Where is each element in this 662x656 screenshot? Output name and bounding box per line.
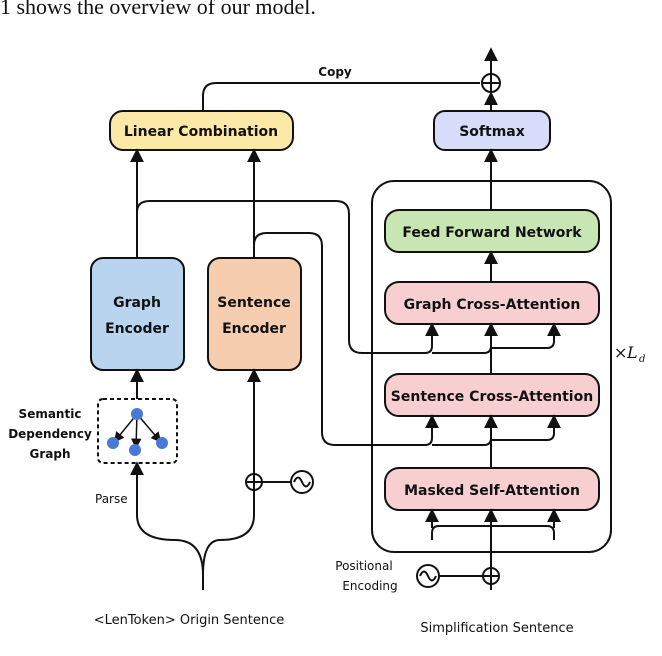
origin-to-sentence-line xyxy=(202,490,255,576)
graph-encoder-label-1: Graph xyxy=(113,295,161,311)
softmax-label: Softmax xyxy=(459,124,525,140)
graph-encoder-box: Graph Encoder xyxy=(90,257,185,371)
sca-to-gca-arrow-a xyxy=(491,322,561,349)
semantic-label-1: Semantic xyxy=(19,407,82,421)
masked-self-attention-label: Masked Self-Attention xyxy=(404,483,580,499)
simplification-sentence-label: Simplification Sentence xyxy=(420,621,573,636)
graph-cross-attention-box: Graph Cross-Attention xyxy=(384,281,600,325)
intro-text: 1 shows the overview of our model. xyxy=(0,0,316,19)
origin-sentence-label: <LenToken> Origin Sentence xyxy=(94,613,285,628)
graph-encoder-to-gca-line xyxy=(136,200,439,354)
semantic-graph-box xyxy=(97,398,178,464)
masked-self-attention-box: Masked Self-Attention xyxy=(384,467,600,511)
semantic-label-3: Graph xyxy=(30,447,71,461)
linear-combination-box: Linear Combination xyxy=(109,110,294,151)
graph-encoder-label-2: Encoder xyxy=(105,321,169,337)
sentence-cross-attention-box: Sentence Cross-Attention xyxy=(384,373,600,417)
copy-label: Copy xyxy=(318,65,352,79)
decoder-layers-label: × L d xyxy=(614,343,645,365)
decoder-sine-icon xyxy=(416,564,440,588)
positional-label-2: Encoding xyxy=(342,579,397,593)
svg-text:×: × xyxy=(614,343,627,362)
graph-cross-attention-label: Graph Cross-Attention xyxy=(404,297,581,313)
svg-text:L: L xyxy=(626,343,638,362)
parse-label: Parse xyxy=(95,492,128,506)
sentence-cross-attention-label: Sentence Cross-Attention xyxy=(391,389,593,405)
sentence-encoder-label-2: Encoder xyxy=(222,321,286,337)
msa-input-fork xyxy=(431,525,555,540)
semantic-label-2: Dependency xyxy=(8,427,92,441)
semantic-graph-icon xyxy=(107,408,168,456)
origin-to-graph-line xyxy=(136,480,204,590)
softmax-box: Softmax xyxy=(433,110,551,151)
sentence-encoder-to-sca-line xyxy=(253,232,439,446)
encoder-sine-icon xyxy=(290,470,314,494)
sentence-encoder-box: Sentence Encoder xyxy=(207,257,302,371)
sentence-encoder-label-1: Sentence xyxy=(217,295,291,311)
feed-forward-label: Feed Forward Network xyxy=(402,225,582,241)
encoder-sum-icon xyxy=(245,473,263,491)
copy-connector xyxy=(202,82,480,110)
svg-text:d: d xyxy=(639,354,645,365)
feed-forward-box: Feed Forward Network xyxy=(384,209,600,253)
positional-label-1: Positional xyxy=(335,559,392,573)
msa-to-sca-arrow-a xyxy=(491,414,561,441)
output-sum-icon xyxy=(481,73,501,93)
graph-encoder-to-gca-branch xyxy=(432,325,492,354)
decoder-sum-icon xyxy=(482,567,500,585)
sentence-encoder-to-sca-branch xyxy=(432,417,492,446)
linear-combination-label: Linear Combination xyxy=(124,124,278,140)
